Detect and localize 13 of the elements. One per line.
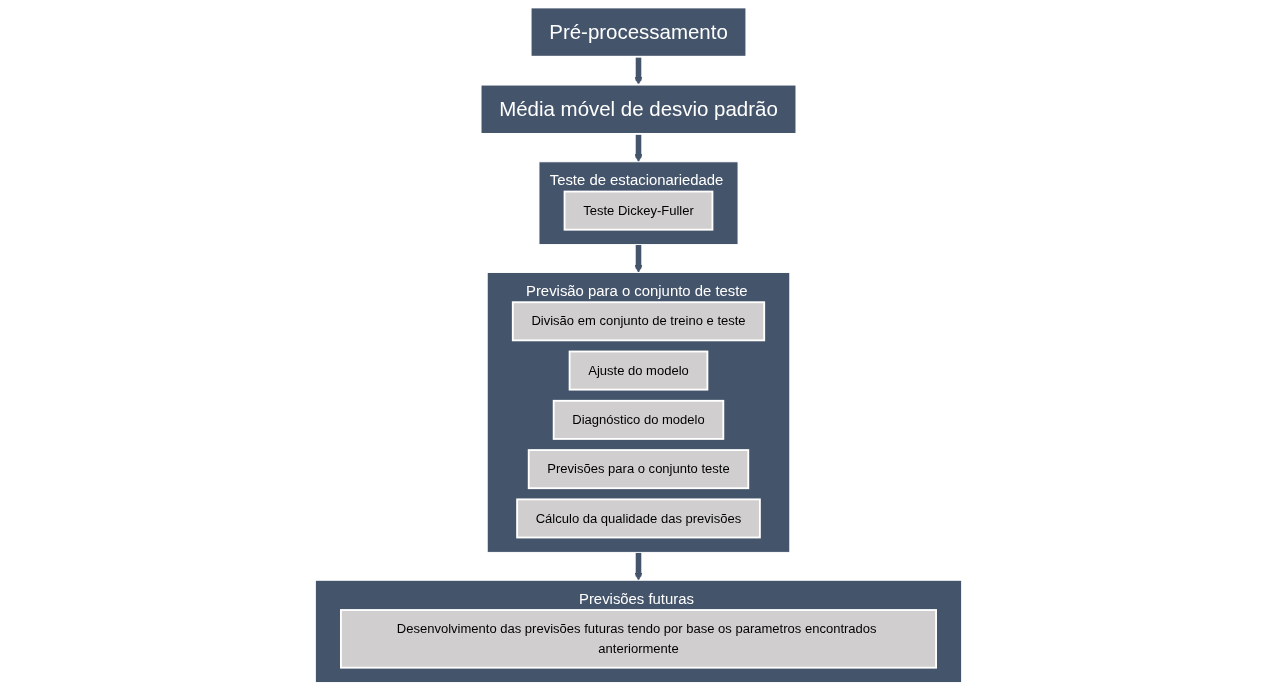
node-box: Pré-processamento [529, 6, 748, 58]
node-box: Teste Dickey-Fuller [563, 190, 714, 231]
node-box: Média móvel de desvio padrão [479, 83, 798, 135]
node-box: Diagnóstico do modelo [552, 399, 725, 440]
node-box: Desenvolvimento das previsões futuras tendo por base os parametros encontrados anteriormente [340, 609, 937, 669]
arrow [634, 56, 643, 85]
node-box: Cálculo da qualidade das previsões [516, 498, 761, 539]
arrow [634, 133, 643, 163]
arrow [634, 244, 643, 273]
node-box: Ajuste do modelo [568, 350, 709, 391]
node-box: Previsões para o conjunto teste [527, 449, 750, 490]
arrow [634, 551, 643, 581]
node-box: Divisão em conjunto de treino e teste [511, 301, 766, 342]
